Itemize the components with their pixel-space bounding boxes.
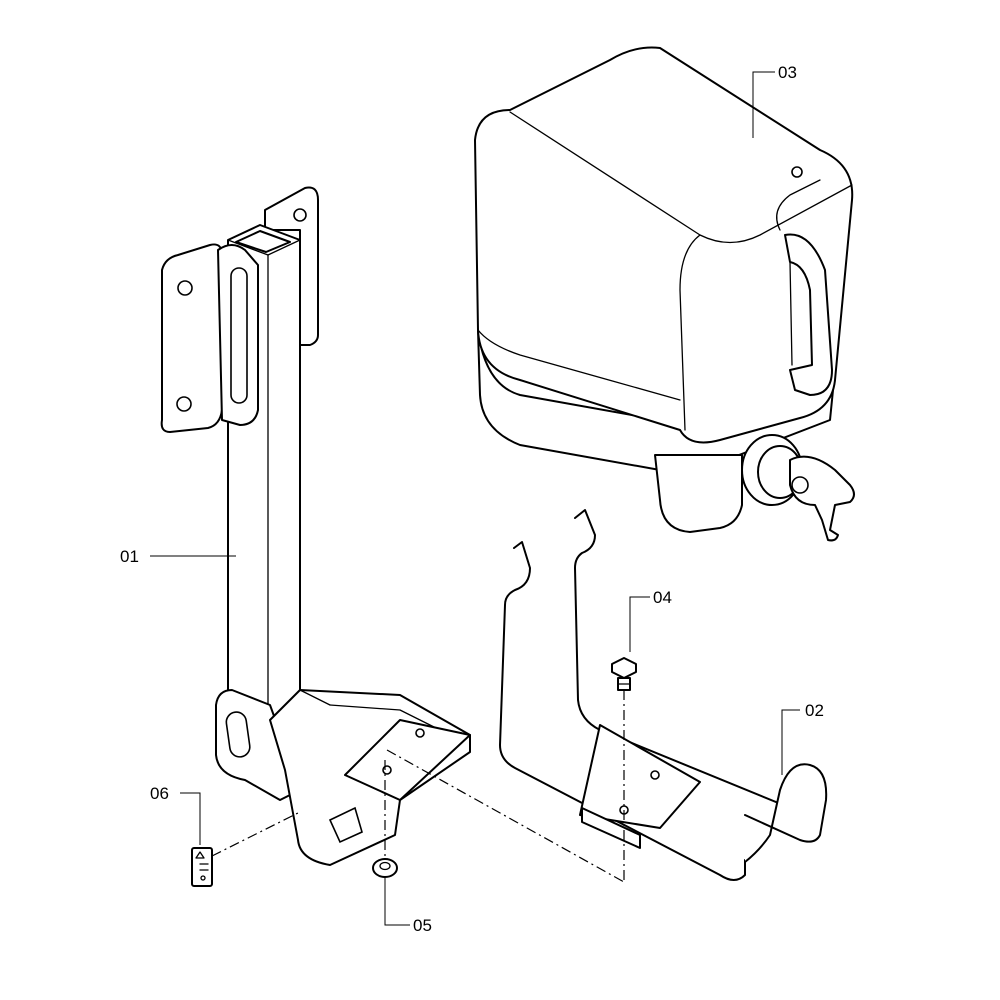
- centerline-label: [211, 811, 301, 857]
- callout-03: 03: [752, 63, 797, 138]
- callout-05: 05: [384, 878, 432, 935]
- mounting-bracket: [160, 186, 471, 866]
- bolt: [611, 657, 637, 691]
- wire-canister-holder: [499, 509, 828, 881]
- callout-label-05: 05: [413, 916, 432, 935]
- callout-label-06: 06: [150, 784, 169, 803]
- callout-label-02: 02: [805, 701, 824, 720]
- callout-04: 04: [629, 588, 672, 652]
- callout-06: 06: [150, 784, 201, 845]
- callout-01: 01: [120, 547, 236, 566]
- callout-02: 02: [781, 701, 824, 775]
- flange-nut: [372, 858, 398, 878]
- callout-label-01: 01: [120, 547, 139, 566]
- centerline-holes: [386, 749, 625, 883]
- callout-label-04: 04: [653, 588, 672, 607]
- callout-label-03: 03: [778, 63, 797, 82]
- warning-label-sticker: [191, 847, 213, 887]
- water-canister: [474, 46, 855, 542]
- assembly-centerlines: [211, 690, 625, 883]
